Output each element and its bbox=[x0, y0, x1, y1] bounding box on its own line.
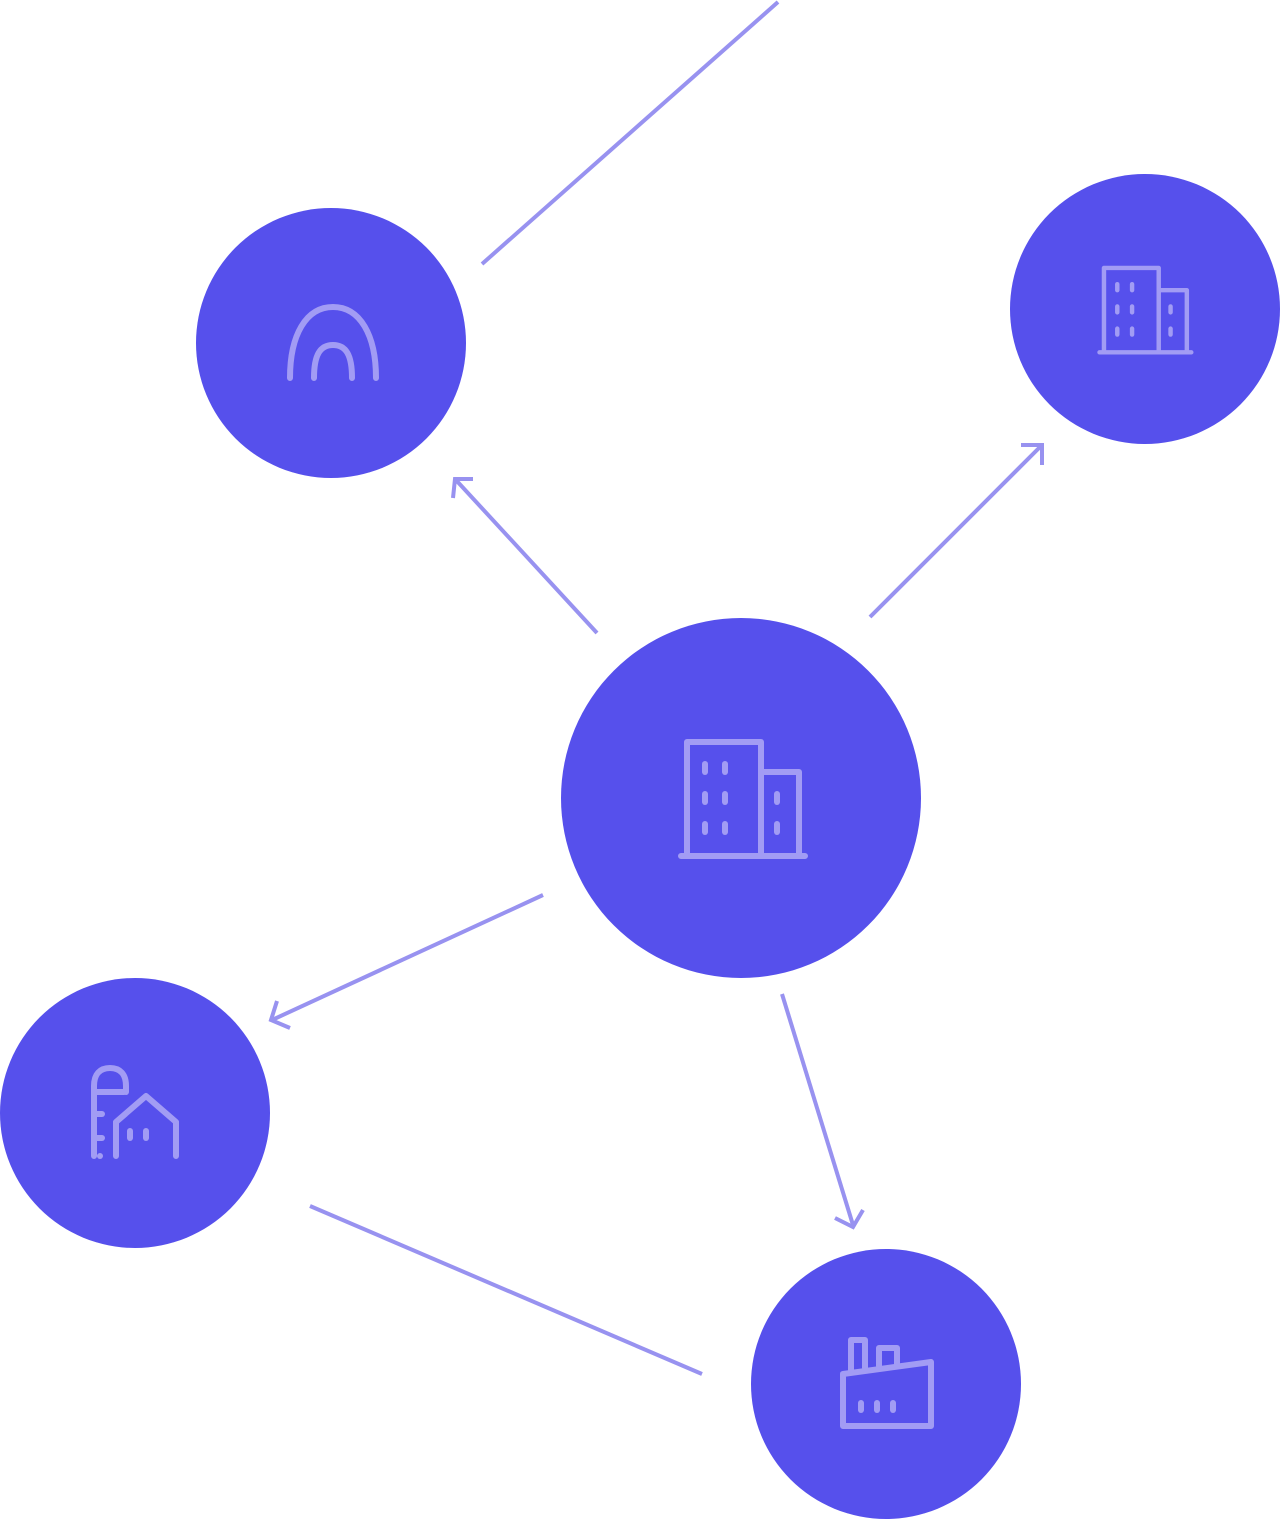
edge-hub-to-bottom-left bbox=[268, 893, 544, 1030]
edge-layer bbox=[268, 0, 1044, 1376]
node-top-left bbox=[196, 208, 466, 478]
edge-bottom-left-to-bottom-right bbox=[309, 1204, 703, 1376]
node-top-right bbox=[1010, 174, 1280, 444]
edge-hub-to-top-left bbox=[451, 477, 599, 635]
edge-top-left-to-offpage bbox=[480, 0, 780, 266]
edge-hub-to-bottom-right bbox=[780, 993, 865, 1230]
edge-hub-to-top-right bbox=[868, 443, 1044, 619]
node-bottom-right bbox=[751, 1249, 1021, 1519]
node-bottom-left bbox=[0, 978, 270, 1248]
node-hub bbox=[561, 618, 921, 978]
